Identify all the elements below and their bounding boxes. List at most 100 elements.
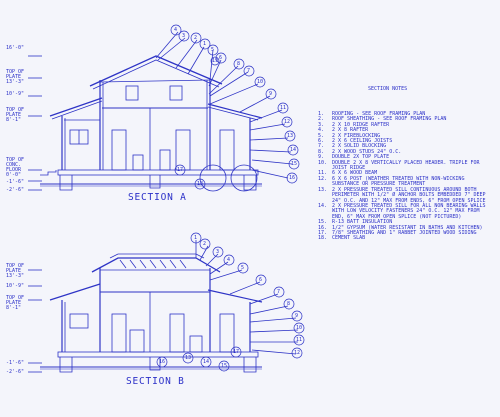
section-a-level-label: -1'-6" <box>6 179 25 185</box>
note-number: 17. <box>318 229 328 236</box>
callout-number: 7 <box>247 68 251 74</box>
callout-number: 16 <box>159 359 166 365</box>
note-number: 12. <box>318 175 328 182</box>
note-item: 16. 1/2" GYPSUM (WATER RESISTANT IN BATHS… <box>318 224 494 231</box>
section-b-drawing <box>28 232 305 373</box>
callout-number: 15 <box>221 363 228 369</box>
note-number: 1. <box>318 111 325 117</box>
note-number: 16. <box>318 224 328 231</box>
note-number: 15. <box>318 219 328 226</box>
callout-number: 5 <box>241 265 245 271</box>
section-b-title: SECTION B <box>126 376 185 387</box>
callout-number: 16 <box>289 175 296 181</box>
callout-number: 18 <box>197 181 204 187</box>
note-text: 2 X FIREBLOCKING <box>332 132 381 139</box>
note-text: CEMENT SLAB <box>332 235 366 242</box>
section-b-level-label: 10'-9" <box>6 283 25 289</box>
note-item: 9. DOUBLE 2X TOP PLATE <box>318 154 494 161</box>
callout-number: 2 <box>203 241 207 247</box>
note-number: 7. <box>318 143 325 150</box>
section-a-level-label: -2'-6" <box>6 187 25 193</box>
callout-number: 10 <box>257 79 264 85</box>
note-item: 14. 2 X PRESSURE TREATED SILL FOR ALL NON… <box>318 202 494 220</box>
note-text: 2 X 8 RAFTER <box>332 127 369 134</box>
section-b-level-label: TOP OF PLATE 8'-1" <box>6 295 25 311</box>
note-item: 1. ROOFING - SEE ROOF FRAMING PLAN <box>318 111 494 117</box>
note-item: 6.2 X 6 CEILING JOISTS <box>318 138 494 145</box>
note-text: DOUBLE 2X TOP PLATE <box>332 154 390 161</box>
note-number: 10. <box>318 159 328 166</box>
callout-number: 8 <box>237 61 241 67</box>
note-text: 2 X SOLID BLOCKING <box>332 143 387 150</box>
note-text: 2 X WOOD STUDS 24" O.C. <box>332 148 402 155</box>
callout-number: 12 <box>284 119 291 125</box>
callout-number: 13 <box>185 355 192 361</box>
note-item: 8. 2 X WOOD STUDS 24" O.C. <box>318 148 494 155</box>
callout-number: 11 <box>280 105 287 111</box>
callout-number: 12 <box>294 350 301 356</box>
note-text: DOUBLE 2 X 8 VERTICALLY PLACED HEADER. T… <box>332 159 480 172</box>
section-a-level-label: TOP OF PLATE 8'-1" <box>6 107 25 123</box>
section-a-level-label: TOP OF CONC. FLOOR 0'-0" <box>6 157 25 178</box>
callout-number: 3 <box>182 33 186 39</box>
callout-number: 11 <box>296 337 303 343</box>
callout-number: 8 <box>287 301 291 307</box>
callout-number: 14 <box>203 359 210 365</box>
callout-number: 17 <box>177 167 184 173</box>
callout-number: 6 <box>259 277 263 283</box>
callout-number: 6 <box>219 55 223 61</box>
note-text: R-13 BATT INSULATION <box>332 219 393 226</box>
note-item: 13. 2 X PRESSURE TREATED SILL CONTINUOUS … <box>318 186 494 204</box>
note-number: 14. <box>318 202 328 209</box>
note-number: 2. <box>318 116 325 123</box>
note-item: 5. 2 X FIREBLOCKING <box>318 132 494 139</box>
callout-number: 9 <box>295 313 299 319</box>
callout-number: 7 <box>277 289 281 295</box>
section-notes-list: 1. ROOFING - SEE ROOF FRAMING PLAN 2.ROOF… <box>318 111 494 242</box>
note-number: 6. <box>318 138 325 145</box>
note-number: 13. <box>318 186 328 193</box>
note-text: 2 X PRESSURE TREATED SILL CONTINUOUS ARO… <box>332 186 486 204</box>
section-b-level-label: -1'-6" <box>6 360 25 366</box>
note-number: 9. <box>318 154 325 161</box>
note-text: 1/2" GYPSUM (WATER RESISTANT IN BATHS AN… <box>332 224 483 231</box>
callout-number: 9 <box>269 91 273 97</box>
callout-number: 2 <box>194 35 198 41</box>
section-a-level-label: 10'-9" <box>6 91 25 97</box>
note-item: 10. DOUBLE 2 X 8 VERTICALLY PLACED HEADER… <box>318 159 494 172</box>
section-a-level-label: 16'-0" <box>6 45 25 51</box>
note-item: 18.CEMENT SLAB <box>318 235 494 242</box>
section-notes-title: SECTION NOTES <box>368 86 408 92</box>
note-number: 5. <box>318 132 325 139</box>
note-item: 2.ROOF SHEATHING - SEE ROOF FRAMING PLAN <box>318 116 494 123</box>
section-b-level-label: TOP OF PLATE 13'-3" <box>6 263 25 279</box>
callout-number: 13 <box>287 133 294 139</box>
note-item: 12. 6 X 6 POST (WEATHER TREATED WITH NON-… <box>318 175 494 188</box>
note-item: 17. 7/8" SHEATHING AND 1" RABBET JOINTED … <box>318 229 494 236</box>
callout-number: 1 <box>203 41 207 47</box>
note-text: 7/8" SHEATHING AND 1" RABBET JOINTED WOO… <box>332 229 477 236</box>
callout-number: 4 <box>227 257 231 263</box>
note-number: 8. <box>318 148 325 155</box>
callout-number: 5 <box>211 47 215 53</box>
note-text: 2 X 10 RIDGE RAFTER <box>332 121 390 128</box>
note-text: 6 X 6 POST (WEATHER TREATED WITH NON-WIC… <box>332 175 465 188</box>
callout-number: 19 <box>212 58 219 64</box>
note-text: 6 X 6 WOOD BEAM <box>332 170 378 177</box>
section-a-level-label: TOP OF PLATE 13'-3" <box>6 69 25 85</box>
note-number: 3. <box>318 121 325 128</box>
note-item: 11.6 X 6 WOOD BEAM <box>318 170 494 177</box>
section-a-drawing <box>28 24 300 192</box>
note-text: 2 X PRESSURE TREATED SILL FOR ALL NON BE… <box>332 202 486 220</box>
callout-number: 17 <box>233 349 240 355</box>
section-a-title: SECTION A <box>128 192 187 203</box>
callout-number: 14 <box>290 147 297 153</box>
section-b-level-label: -2'-6" <box>6 369 25 375</box>
callout-number: 10 <box>296 325 303 331</box>
note-item: 7. 2 X SOLID BLOCKING <box>318 143 494 150</box>
note-text: ROOFING - SEE ROOF FRAMING PLAN <box>332 111 426 117</box>
note-item: 4.2 X 8 RAFTER <box>318 127 494 134</box>
callout-number: 4 <box>174 27 178 33</box>
